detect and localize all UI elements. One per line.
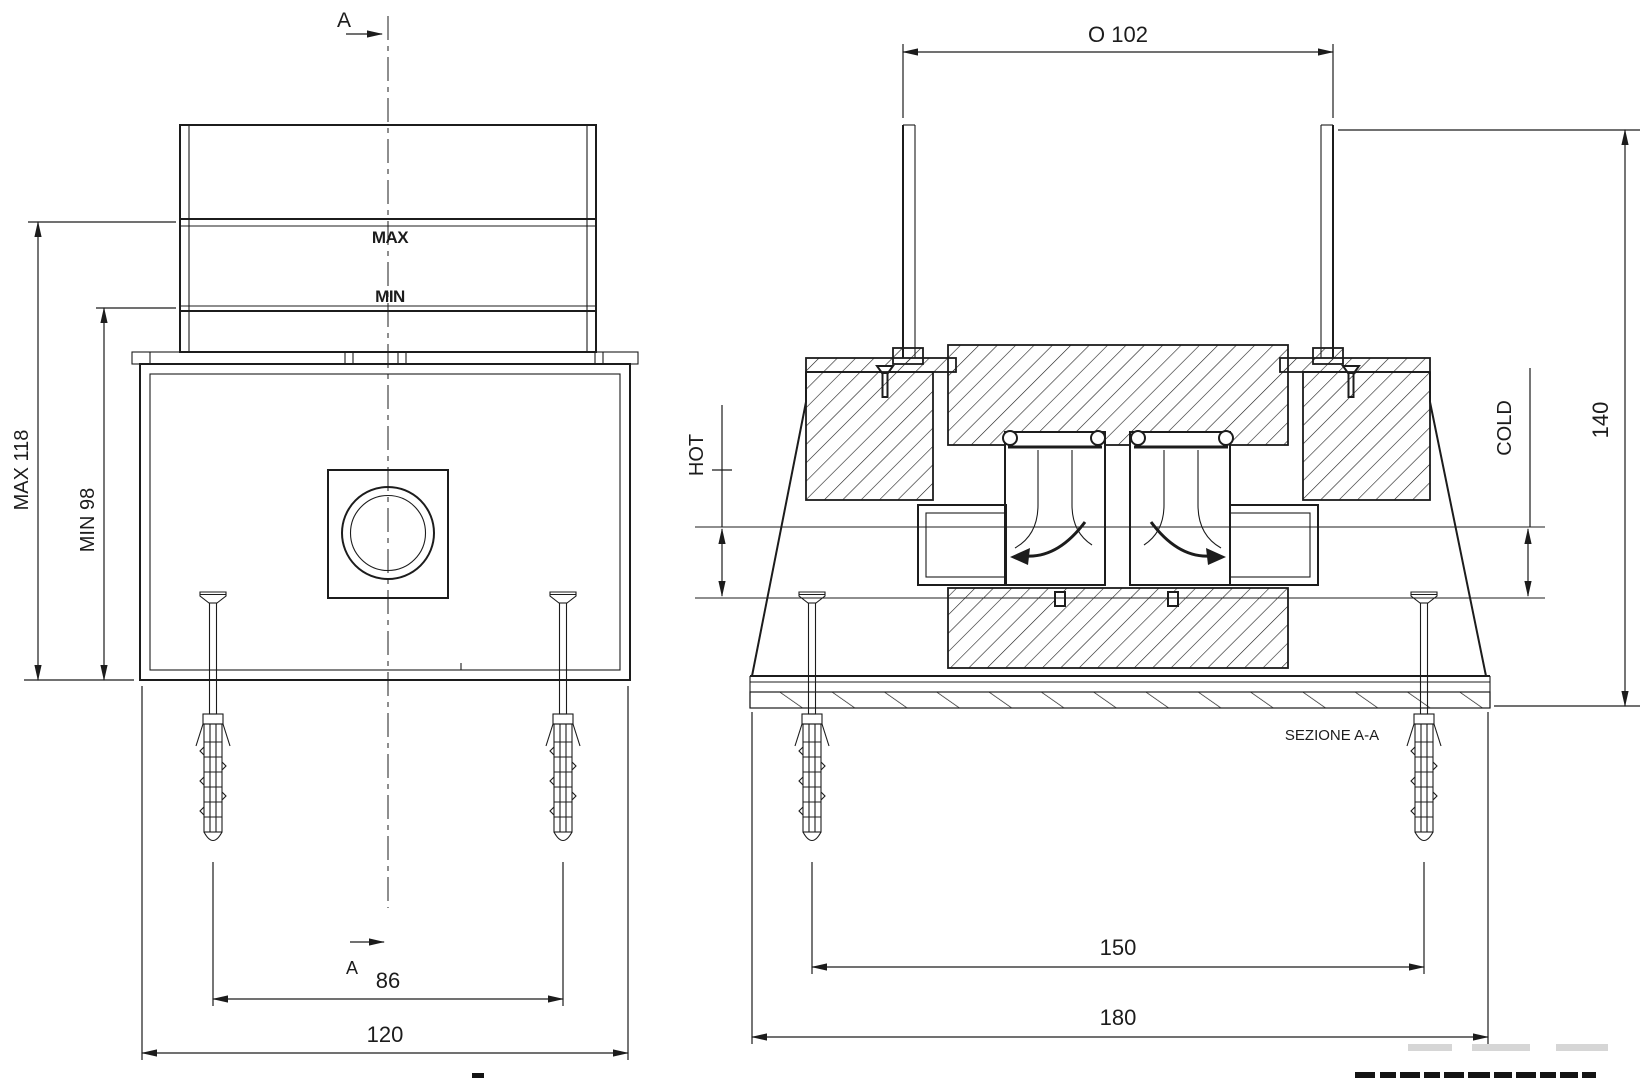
section-left-block <box>805 371 934 501</box>
dim-width-front-text: 120 <box>367 1022 404 1047</box>
clipped-logo-fragment <box>1560 1072 1578 1078</box>
faint-watermark-mark <box>1472 1044 1530 1051</box>
flow-arrow-cold <box>1206 548 1226 565</box>
dim-min-height-text: MIN 98 <box>77 488 99 552</box>
hot-callout: HOT <box>686 405 732 527</box>
front-recessed-box <box>139 363 631 681</box>
dim-diameter-text: O 102 <box>1088 22 1148 47</box>
section-outer-walls <box>751 372 1487 677</box>
dim-diameter: O 102 <box>902 22 1334 118</box>
section-right-block <box>1302 371 1431 501</box>
dim-max-height-text: MAX 118 <box>11 430 33 511</box>
dim-anchor-spacing-section-text: 150 <box>1100 935 1137 960</box>
clipped-logo-fragment <box>472 1073 484 1078</box>
clipped-logo-fragment <box>1468 1072 1490 1078</box>
clipped-logo-fragment <box>1540 1072 1556 1078</box>
section-base-plate <box>749 675 1491 709</box>
section-level-lines <box>695 526 1545 599</box>
section-cut-marker-top: A <box>337 9 383 38</box>
section-pipe-walls <box>892 124 1344 365</box>
section-bottom-block <box>947 587 1289 669</box>
cold-label: COLD <box>1494 400 1516 456</box>
max-level-label: MAX <box>372 228 409 247</box>
clipped-logo-fragment <box>1582 1072 1596 1078</box>
dim-anchor-spacing-front-text: 86 <box>376 968 400 993</box>
front-spout-opening <box>327 469 449 599</box>
section-letter-bottom: A <box>346 958 358 978</box>
dim-min-height: MIN 98 <box>77 307 176 681</box>
section-anchor-screw-right <box>1406 591 1442 842</box>
clipped-logo-fragment <box>1380 1072 1396 1078</box>
section-cut-marker-bottom: A <box>346 938 385 978</box>
front-box-rim <box>131 351 639 365</box>
dim-anchor-spacing-section: 150 <box>811 862 1425 974</box>
cold-callout: COLD <box>1494 368 1531 527</box>
dim-max-height: MAX 118 <box>11 221 176 681</box>
dim-width-section-text: 180 <box>1100 1005 1137 1030</box>
section-body-block <box>947 344 1289 446</box>
front-view: A A MAX MIN <box>11 9 639 1060</box>
section-cartridge <box>1002 430 1234 586</box>
faint-watermark-mark <box>1408 1044 1452 1051</box>
hot-label: HOT <box>686 434 708 476</box>
min-level-label: MIN <box>375 287 405 306</box>
section-cold-fitting <box>1229 504 1319 586</box>
section-letter-top: A <box>337 9 351 32</box>
dim-height-section: 140 <box>1338 129 1640 707</box>
clipped-logo-fragment <box>1400 1072 1420 1078</box>
section-caption: SEZIONE A-A <box>1285 727 1379 744</box>
clipped-logo-fragment <box>1516 1072 1536 1078</box>
clipped-logo-fragment <box>1444 1072 1464 1078</box>
dim-width-section: 180 <box>751 712 1489 1044</box>
flow-arrow-hot <box>1010 548 1030 565</box>
section-hot-fitting <box>917 504 1007 586</box>
front-anchor-screw-right <box>545 591 581 842</box>
section-anchor-screw-left <box>794 591 830 842</box>
front-anchor-screw-left <box>195 591 231 842</box>
clipped-logo-fragment <box>1494 1072 1512 1078</box>
clipped-logo-fragment <box>1424 1072 1440 1078</box>
dim-width-front: 120 <box>141 686 629 1060</box>
dim-anchor-spacing-front: 86 <box>212 862 564 1006</box>
clipped-logo-fragment <box>1355 1072 1375 1078</box>
section-view: SEZIONE A-A HOT COLD O 102 <box>686 22 1640 1044</box>
faint-watermark-mark <box>1556 1044 1608 1051</box>
dim-height-section-text: 140 <box>1588 402 1613 439</box>
